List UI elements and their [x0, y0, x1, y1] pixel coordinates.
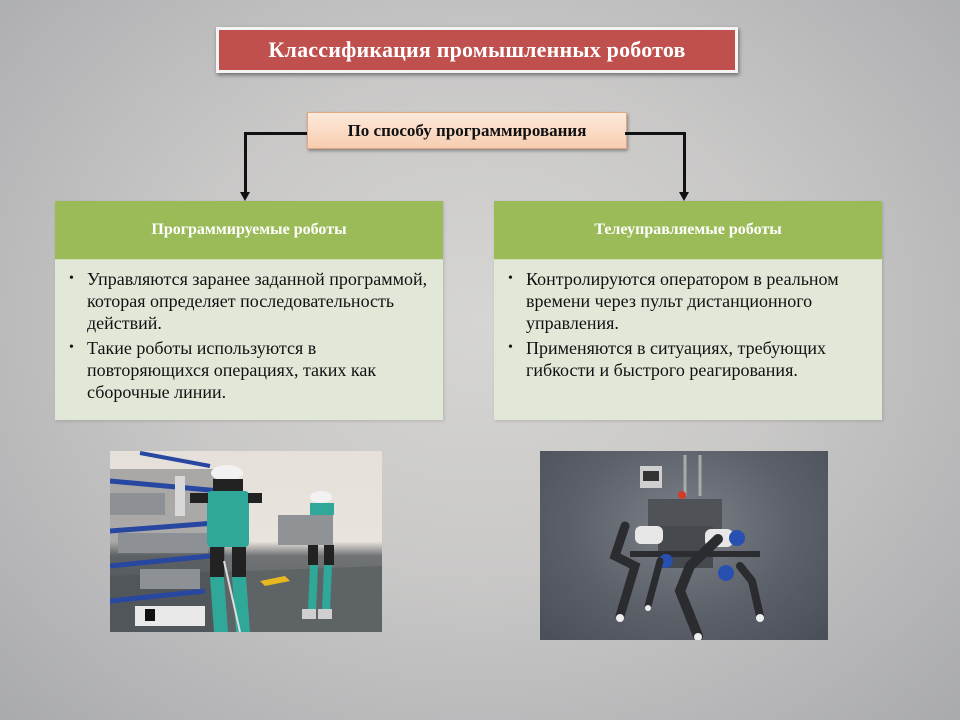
- arrow-down-icon: [240, 192, 250, 201]
- bullet-item: • Управляются заранее заданной программо…: [69, 268, 431, 334]
- connector-left-vertical: [244, 132, 247, 193]
- bullet-icon: •: [69, 340, 74, 355]
- bullet-item: • Такие роботы используются в повторяющи…: [69, 337, 431, 403]
- humanoid-robots-photo: [110, 451, 382, 632]
- card-title: Телеуправляемые роботы: [594, 221, 782, 238]
- quadruped-robot-photo: [540, 451, 828, 640]
- card-body: • Управляются заранее заданной программо…: [55, 260, 443, 403]
- humanoid-robots-illustration: [110, 451, 382, 632]
- bullet-icon: •: [69, 271, 74, 286]
- connector-left-horizontal: [244, 132, 307, 135]
- slide-title-box: Классификация промышленных роботов: [216, 27, 738, 73]
- card-programmable-robots: Программируемые роботы • Управляются зар…: [55, 201, 443, 420]
- connector-right-horizontal: [625, 132, 686, 135]
- bullet-text: Управляются заранее заданной программой,…: [87, 269, 428, 333]
- bullet-item: • Контролируются оператором в реальном в…: [508, 268, 870, 334]
- arrow-down-icon: [679, 192, 689, 201]
- category-label: По способу программирования: [347, 120, 587, 140]
- card-title: Программируемые роботы: [151, 221, 347, 238]
- bullet-item: • Применяются в ситуациях, требующих гиб…: [508, 337, 870, 381]
- connector-right-vertical: [683, 132, 686, 193]
- bullet-text: Контролируются оператором в реальном вре…: [526, 269, 839, 333]
- category-box: По способу программирования: [307, 112, 627, 149]
- bullet-text: Такие роботы используются в повторяющихс…: [87, 338, 377, 402]
- slide-title: Классификация промышленных роботов: [268, 37, 686, 62]
- card-header: Телеуправляемые роботы: [494, 201, 882, 260]
- card-teleoperated-robots: Телеуправляемые роботы • Контролируются …: [494, 201, 882, 420]
- card-body: • Контролируются оператором в реальном в…: [494, 260, 882, 381]
- card-header: Программируемые роботы: [55, 201, 443, 260]
- bullet-icon: •: [508, 340, 513, 355]
- bullet-icon: •: [508, 271, 513, 286]
- quadruped-robot-illustration: [609, 455, 764, 640]
- bullet-text: Применяются в ситуациях, требующих гибко…: [526, 338, 827, 380]
